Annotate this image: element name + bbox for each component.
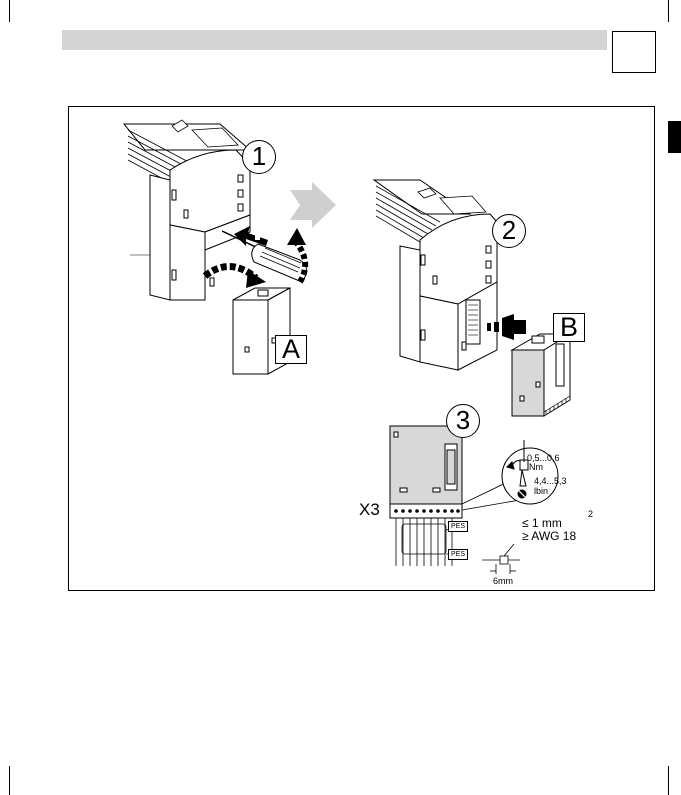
wire-awg: ≥ AWG 18 — [522, 529, 576, 543]
pes-label-upper: PES — [448, 521, 468, 532]
part-a-label: A — [275, 335, 307, 364]
wire-cross-section-exponent: 2 — [588, 509, 593, 519]
torque-lbin-value: 4,4...5,3 — [534, 476, 567, 486]
torque-nm-unit: Nm — [529, 462, 543, 472]
device-left — [124, 120, 250, 300]
strip-length-label: 6mm — [493, 576, 513, 586]
rotate-arrow-head — [287, 228, 306, 245]
step-3-callout: 3 — [446, 404, 480, 438]
strip-length-detail — [482, 544, 520, 574]
wire-cross-section: ≤ 1 mm — [522, 516, 562, 530]
step-1-callout: 1 — [242, 140, 276, 174]
module-b — [512, 334, 570, 416]
torque-lbin-unit: lbin — [534, 486, 548, 496]
terminal-strip — [390, 504, 462, 518]
part-b-label: B — [553, 313, 585, 342]
device-right — [374, 180, 497, 370]
step-2-callout: 2 — [492, 214, 526, 248]
torque-detail — [502, 440, 558, 504]
removal-arrow-head — [246, 270, 266, 288]
connector-x3-label: X3 — [359, 500, 380, 520]
pes-label-lower: PES — [448, 549, 468, 560]
transition-arrow — [290, 182, 336, 228]
module-board — [390, 426, 462, 504]
